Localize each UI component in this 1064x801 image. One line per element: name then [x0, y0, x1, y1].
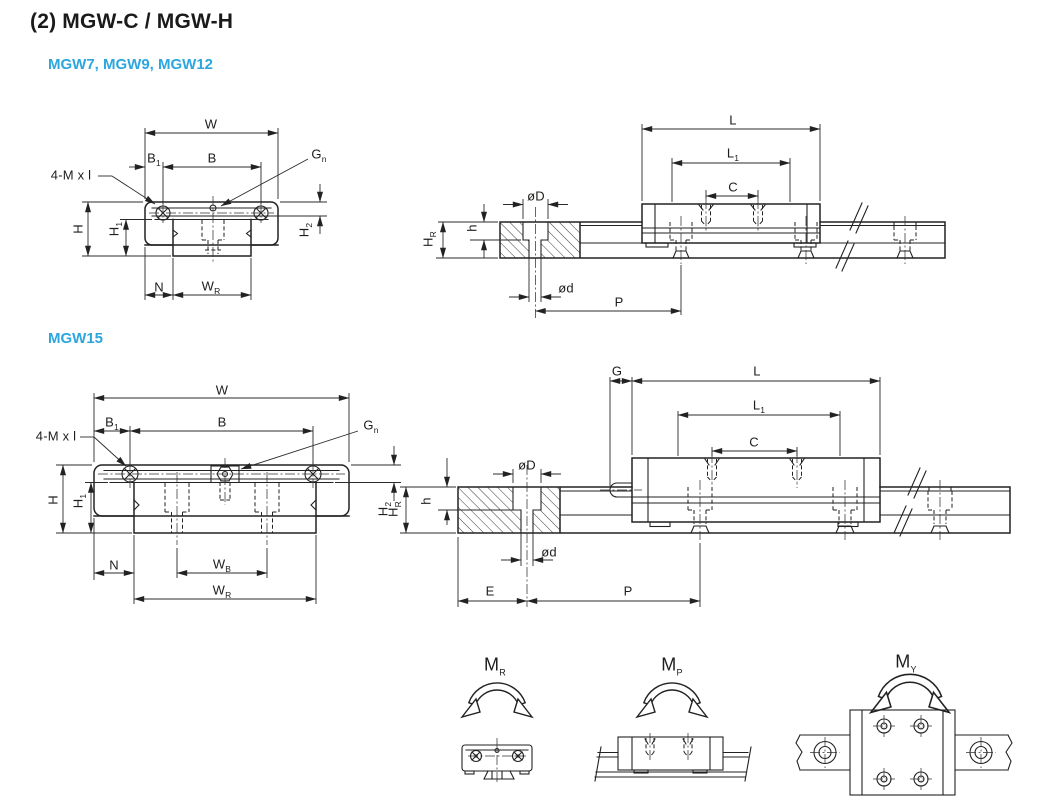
moment-label-mp: MP — [661, 654, 683, 678]
dim-label-h1-a: H1 — [106, 221, 125, 237]
dim-label-h-a: H — [70, 224, 86, 234]
dim-label-mxl-a: 4-M x l — [50, 167, 92, 183]
mgw15-front-view — [56, 393, 401, 604]
dim-label-b-a: B — [207, 150, 217, 166]
dim-label-h-c: H — [45, 495, 61, 505]
dim-label-p-d: P — [623, 583, 633, 599]
dim-label-c-d: C — [749, 434, 759, 450]
dim-label-gn-c: Gn — [363, 417, 379, 436]
dim-label-hr-d: HR — [385, 501, 404, 517]
dim-label-l-b: L — [729, 112, 737, 128]
dim-label-gn-a: Gn — [311, 146, 327, 165]
dim-label-b-c: B — [217, 414, 227, 430]
dim-label-mxl-c: 4-M x l — [35, 428, 77, 444]
dim-label-l1-d: L1 — [752, 397, 766, 416]
dim-label-c-b: C — [728, 179, 738, 195]
moment-roll-figure — [461, 682, 533, 784]
dim-label-p-b: P — [614, 294, 624, 310]
dim-label-b1-c: B1 — [105, 414, 119, 433]
dim-label-h1-c: H1 — [70, 493, 89, 509]
dim-label-odd-b: ød — [558, 280, 574, 296]
series-label-mgw15: MGW15 — [48, 330, 104, 347]
dim-label-l1-b: L1 — [726, 145, 740, 164]
mgw7-front-view — [82, 128, 327, 300]
dim-label-b1-a: B1 — [147, 150, 161, 169]
moment-pitch-figure — [594, 682, 752, 782]
mgw7-side-view — [436, 124, 946, 318]
dim-label-od-b: øD — [527, 188, 545, 204]
dim-label-w-a: W — [204, 116, 218, 132]
dim-label-odd-d: ød — [541, 544, 557, 560]
dim-label-h2-a: H2 — [296, 222, 315, 238]
dim-label-hr-b: HR — [420, 231, 439, 247]
moment-yaw-figure — [795, 673, 1013, 796]
dim-label-wr-c: WR — [212, 582, 232, 601]
mgw15-side-view — [400, 377, 1011, 607]
dim-label-wb-c: WB — [212, 556, 232, 575]
dim-label-n-a: N — [154, 279, 164, 295]
page-title: (2) MGW-C / MGW-H — [30, 10, 234, 33]
dim-label-l-d: L — [753, 363, 761, 379]
dim-label-e-d: E — [485, 583, 495, 599]
moment-label-my: MY — [895, 651, 917, 675]
moment-label-mr: MR — [484, 654, 506, 678]
series-label-mgw7-9-12: MGW7, MGW9, MGW12 — [48, 56, 213, 73]
dim-label-g-d: G — [611, 363, 623, 379]
dim-label-h-d: h — [418, 497, 434, 505]
dim-label-wr-a: WR — [201, 278, 221, 297]
dim-label-h-b: h — [464, 224, 480, 232]
dim-label-n-c: N — [109, 557, 119, 573]
dim-label-w-c: W — [215, 382, 229, 398]
dim-label-od-d: øD — [518, 457, 536, 473]
